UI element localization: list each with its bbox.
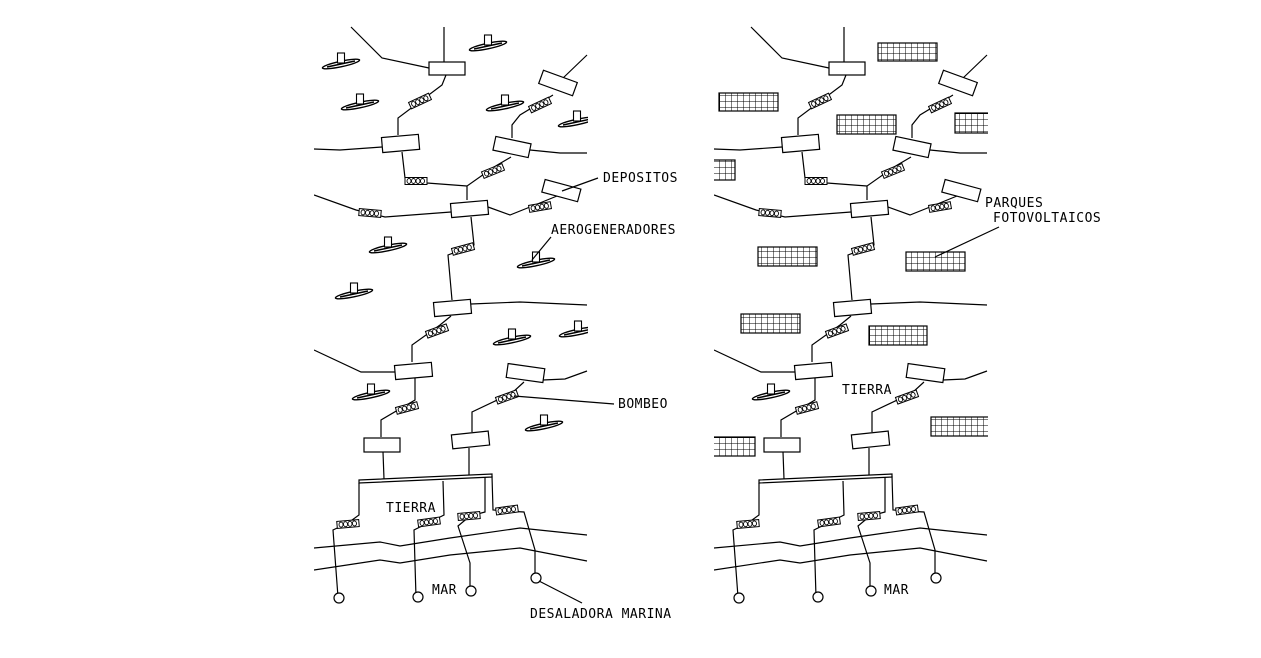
water-network-right [714, 27, 988, 603]
label-desaladora-marina: DESALADORA MARINA [530, 607, 672, 622]
label-mar: MAR [432, 583, 457, 598]
right-panel-solar: PARQUES FOTOVOLTAICOS TIERRA MAR [714, 27, 1101, 603]
solar-panel-icons [714, 42, 988, 457]
left-panel-wind: DEPOSITOS AEROGENERADORES BOMBEO TIERRA … [314, 27, 678, 622]
label-aerogeneradores: AEROGENERADORES [551, 223, 676, 238]
label-parques: PARQUES [985, 196, 1043, 211]
wind-turbine-icon [751, 383, 791, 403]
label-bombeo: BOMBEO [618, 397, 668, 412]
label-fotovoltaicos: FOTOVOLTAICOS [993, 211, 1101, 226]
label-depositos: DEPOSITOS [603, 171, 678, 186]
water-network-left [314, 27, 588, 603]
label-tierra-right: TIERRA [842, 383, 892, 398]
label-mar-right: MAR [884, 583, 909, 598]
label-tierra: TIERRA [386, 501, 436, 516]
